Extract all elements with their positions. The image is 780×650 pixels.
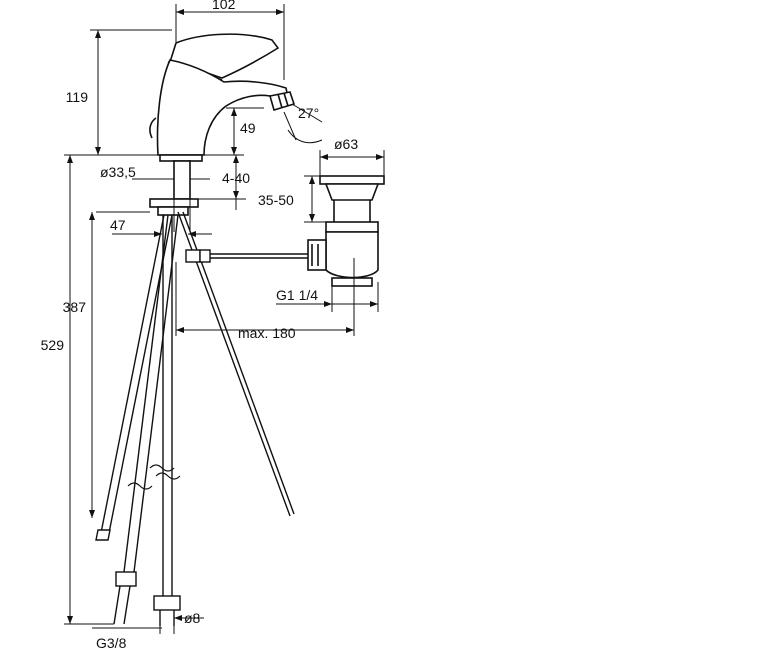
dim-tap-offset: 47 (110, 217, 126, 233)
dim-waste-diameter: ø63 (334, 136, 358, 152)
dim-waste-adjust: 35-50 (258, 192, 294, 208)
dim-overall-height: 119 (66, 89, 89, 105)
dim-pullrod-reach: max. 180 (238, 325, 296, 341)
dimension-labels: 102 119 49 27° ø33,5 4-40 ø63 35-50 47 3… (41, 0, 359, 650)
dim-deck-thickness: 4-40 (222, 170, 250, 186)
dim-spout-reach: 102 (212, 0, 236, 12)
dim-spout-height: 49 (240, 120, 256, 136)
dimension-arrows (67, 9, 384, 624)
dim-spout-angle: 27° (298, 105, 319, 121)
dim-inlet-thread: G3/8 (96, 635, 127, 650)
supply-hoses (95, 214, 181, 626)
dim-total-length: 529 (41, 337, 65, 353)
dim-hose-length: 387 (63, 299, 87, 315)
dim-waste-thread: G1 1/4 (276, 287, 318, 303)
dim-pipe-diameter: ø8 (184, 610, 201, 626)
pull-rod (177, 211, 316, 517)
dim-mounting-hole: ø33,5 (100, 164, 136, 180)
mixer-tap-body (149, 33, 296, 216)
waste-valve (307, 175, 385, 287)
